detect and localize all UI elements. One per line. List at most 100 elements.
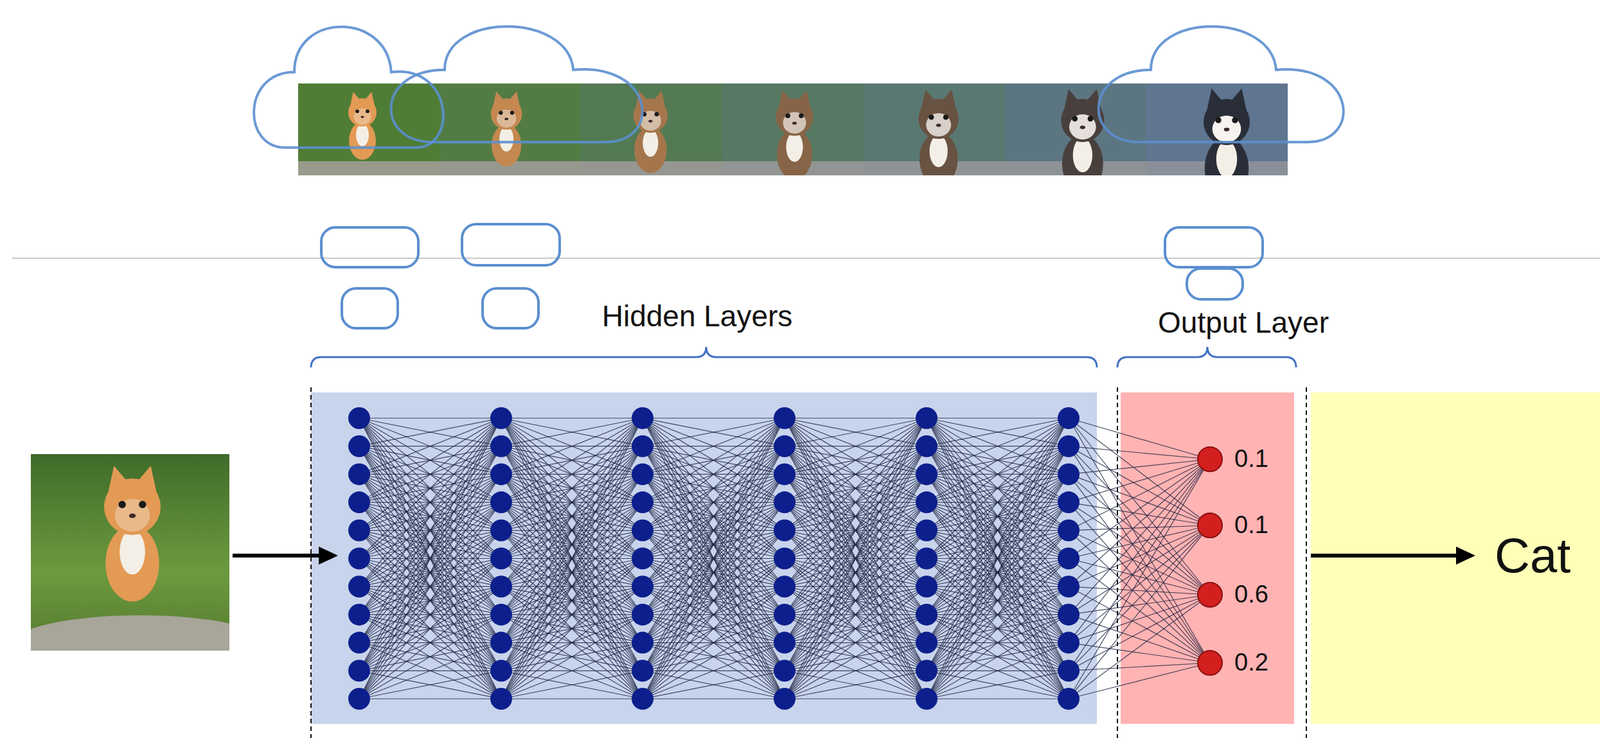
weight-connection: [642, 502, 785, 615]
image-ground: [439, 161, 581, 176]
weight-connection: [501, 502, 643, 587]
weight-connection: [926, 474, 1069, 475]
weight-connection: [359, 446, 502, 644]
image-ground: [298, 161, 440, 176]
weight-connection: [784, 670, 927, 700]
weight-connection: [359, 474, 502, 503]
weight-connection: [784, 474, 927, 559]
image-background: [439, 83, 581, 176]
hidden-neuron: [1057, 604, 1080, 626]
weight-connection: [501, 446, 643, 644]
weight-connection: [642, 502, 785, 671]
weight-connection: [501, 586, 643, 615]
weight-connection: [642, 418, 785, 475]
weight-connection: [926, 530, 1069, 560]
weight-connection: [642, 559, 785, 700]
weight-connection: [642, 530, 785, 560]
weight-connection: [359, 501, 502, 503]
hidden-neuron: [915, 407, 938, 430]
weight-connection: [359, 586, 502, 615]
weight-connection: [642, 474, 785, 531]
weight-connection: [784, 670, 927, 672]
hidden-neuron: [915, 463, 938, 486]
weight-connection: [359, 474, 502, 615]
weight-connection: [501, 559, 643, 700]
animal-ear: [796, 89, 811, 112]
hidden-neuron: [773, 435, 796, 458]
weight-connection: [784, 614, 927, 644]
weight-connection: [926, 474, 1069, 559]
animal-ear: [492, 91, 505, 110]
weight-connection: [642, 445, 785, 447]
weight-connection: [1068, 459, 1210, 700]
weight-connection: [642, 474, 785, 700]
weight-connection: [642, 586, 785, 643]
weight-connection: [359, 643, 502, 700]
weight-connection: [501, 530, 643, 700]
weight-connection: [1068, 446, 1210, 526]
weight-connection: [1068, 418, 1210, 664]
weight-connection: [642, 502, 785, 644]
weight-connection: [501, 418, 643, 587]
weight-connection: [359, 559, 502, 644]
animal-face: [925, 113, 952, 137]
output-value: 0.6: [1234, 580, 1269, 610]
output-neuron: [1197, 582, 1223, 608]
output-value: 0.2: [1234, 648, 1269, 678]
weight-connection: [359, 502, 502, 644]
weight-connection: [784, 502, 927, 587]
weight-connection: [359, 559, 502, 615]
animal-nose: [1224, 127, 1230, 132]
weight-connection: [359, 502, 502, 700]
animal-chest: [1073, 137, 1093, 173]
weight-connection: [1068, 559, 1210, 664]
weight-connection: [784, 502, 927, 644]
hidden-neuron: [1057, 519, 1080, 542]
weight-connection: [784, 446, 927, 560]
weight-connection: [642, 502, 785, 587]
weight-connection: [784, 502, 927, 615]
weight-connection: [926, 418, 1069, 615]
animal-body: [1204, 136, 1249, 176]
weight-connection: [926, 446, 1069, 588]
weight-connection: [501, 474, 643, 700]
input-arrow: [232, 553, 323, 558]
weight-connection: [501, 502, 643, 644]
weight-connection: [359, 446, 502, 672]
image-background: [298, 83, 440, 176]
hidden-neuron: [773, 575, 796, 598]
image-background: [1004, 83, 1147, 176]
weight-connection: [784, 559, 927, 644]
weight-connection: [642, 418, 785, 615]
weight-connection: [501, 530, 643, 615]
weight-connection: [642, 474, 785, 615]
weight-connection: [926, 446, 1069, 475]
animal-ear: [634, 90, 649, 111]
weight-connection: [359, 586, 502, 643]
weight-connection: [501, 474, 643, 531]
weight-connection: [501, 530, 643, 615]
weight-connection: [642, 474, 785, 643]
weight-connection: [1068, 663, 1210, 700]
image-background: [580, 83, 723, 176]
animal-ear: [1229, 88, 1248, 116]
weight-connection: [359, 586, 502, 700]
weight-connection: [926, 418, 1069, 644]
weight-connection: [359, 446, 502, 700]
hidden-neuron: [773, 604, 796, 626]
weight-connection: [642, 530, 785, 700]
hidden-neuron: [631, 632, 654, 655]
weight-connection: [784, 530, 927, 644]
weight-connection: [784, 446, 927, 531]
weight-connection: [359, 446, 502, 503]
hidden-neuron: [773, 463, 796, 486]
weight-connection: [359, 559, 502, 700]
weight-connection: [642, 559, 785, 700]
weight-connection: [501, 643, 643, 700]
weight-connection: [359, 474, 502, 643]
weight-connection: [926, 530, 1069, 672]
weight-connection: [359, 559, 502, 672]
weight-connection: [359, 502, 502, 644]
weight-connection: [642, 418, 785, 644]
weight-connection: [501, 474, 643, 503]
